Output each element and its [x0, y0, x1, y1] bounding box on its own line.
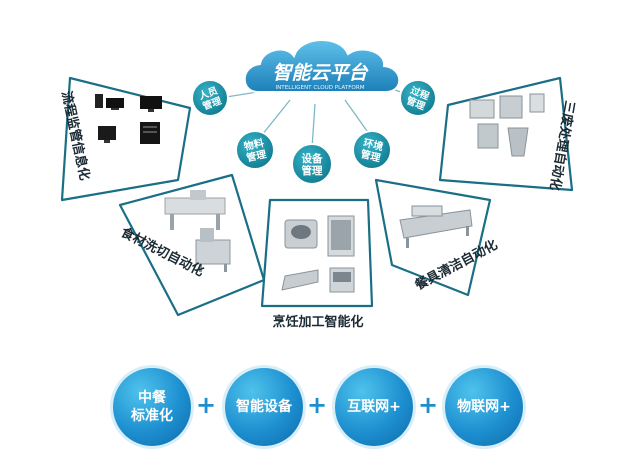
dishwasher-conveyor-icon — [399, 205, 473, 248]
oven-cabinet-icon — [327, 215, 355, 257]
computer-icon — [95, 94, 162, 112]
hub-equipment: 设备管理 — [291, 143, 333, 185]
hub-label-material: 物料管理 — [243, 136, 268, 164]
panel-food-cutting — [118, 173, 266, 317]
waste-processor-icon — [469, 93, 545, 157]
steamer-icon — [329, 267, 355, 293]
cloud-title: 智能云平台 — [272, 62, 369, 84]
bubble-chinese-standard: 中餐 标准化 — [113, 368, 191, 446]
cutting-machine-icon — [164, 190, 226, 230]
hub-material: 物料管理 — [235, 130, 275, 170]
plus-sign: + — [418, 391, 439, 419]
panel-process-monitor — [60, 76, 192, 202]
cloud-platform: 智能云平台 INTELLIGENT CLOUD PLATFORM — [243, 39, 401, 93]
plus-sign: + — [307, 391, 328, 419]
plus-sign: + — [196, 391, 217, 419]
bubble-smart-device: 智能设备 — [225, 368, 303, 446]
panel-label-cooking: 烹饪加工智能化 — [272, 314, 363, 330]
panel-dish-washing — [374, 178, 492, 297]
hub-personnel: 人员管理 — [191, 79, 229, 117]
panel-waste — [438, 76, 574, 192]
washer-machine-icon — [195, 228, 231, 272]
bubble-iot: 物联网+ — [445, 368, 523, 446]
panel-cooking — [260, 198, 374, 308]
hub-label-equipment: 设备管理 — [302, 152, 323, 177]
bubble-internet: 互联网+ — [335, 368, 413, 446]
server-icon — [98, 122, 160, 144]
wok-machine-icon — [284, 219, 318, 249]
range-hood-icon — [281, 269, 319, 291]
hub-environment: 环境管理 — [352, 130, 392, 170]
hub-process: 过程管理 — [399, 79, 437, 117]
bottom-row: 中餐 标准化 智能设备 互联网+ 物联网+ — [0, 368, 640, 448]
cloud-subtitle: INTELLIGENT CLOUD PLATFORM — [275, 85, 364, 91]
